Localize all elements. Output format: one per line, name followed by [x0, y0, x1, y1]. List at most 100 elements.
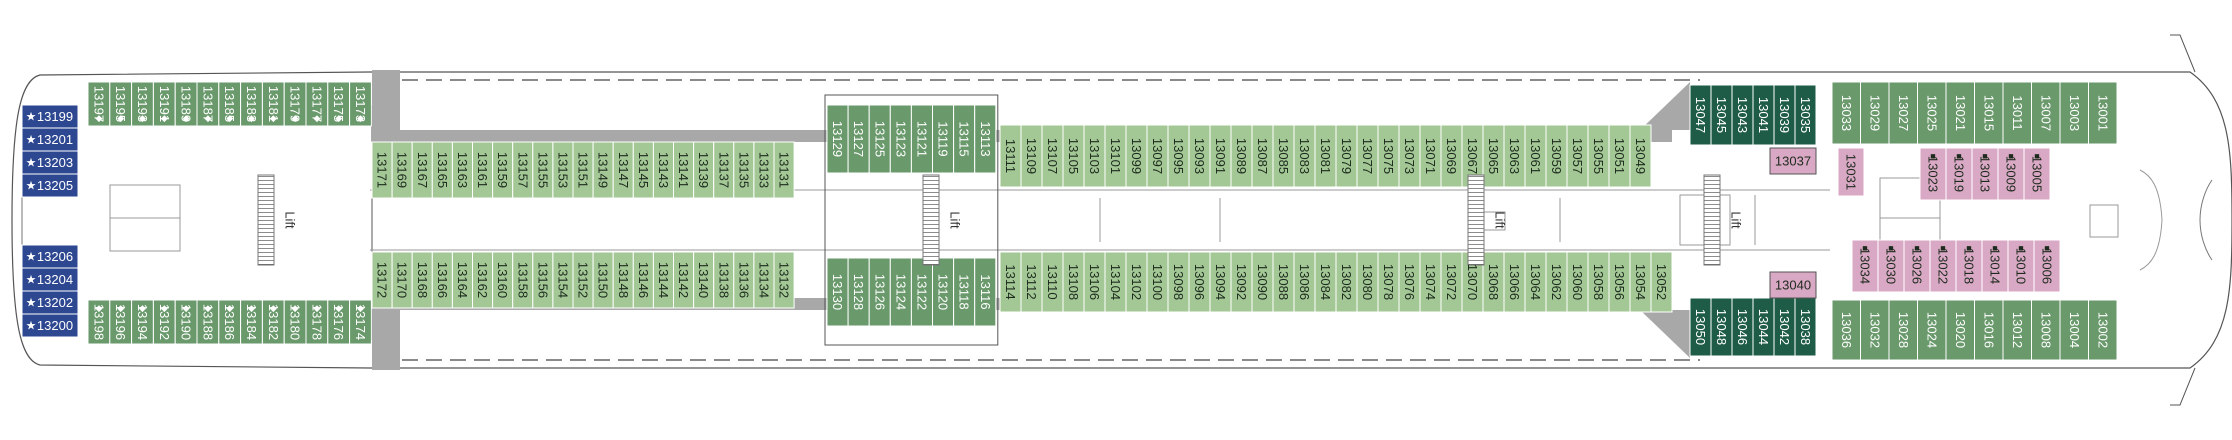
center-block-outline — [824, 94, 999, 346]
cabin-13012[interactable] — [2002, 299, 2032, 361]
cabin-label: 13167 — [415, 152, 430, 188]
cabin-label: 13137 — [716, 152, 731, 188]
square-icon: ■ — [1862, 243, 1867, 253]
cabin-label: 13067 — [1465, 138, 1480, 174]
cabin-13030[interactable] — [1877, 239, 1905, 293]
cabin-13009[interactable] — [1997, 147, 2025, 201]
cabin-13021[interactable] — [1945, 81, 1975, 145]
cabin-label: 13119 — [936, 121, 951, 156]
star-icon: ★ — [26, 250, 37, 264]
cabin-label: 13142 — [676, 262, 691, 298]
cabin-label: 13009 — [2004, 156, 2019, 192]
cabin-label: 13198 — [91, 304, 106, 340]
cabin-13010[interactable] — [2007, 239, 2035, 293]
cabin-13132[interactable] — [773, 251, 795, 309]
cabin-13002[interactable] — [2088, 299, 2118, 361]
cabin-label: 13154 — [555, 262, 570, 298]
cabin-13031[interactable] — [1837, 147, 1865, 197]
diamond-icon: ◆ — [95, 113, 102, 123]
cabin-13005[interactable] — [2023, 147, 2051, 201]
cabin-13006[interactable] — [2033, 239, 2061, 293]
cabin-13035[interactable] — [1794, 84, 1817, 146]
cabin-label: 13159 — [495, 152, 510, 188]
cabin-13032[interactable] — [1860, 299, 1890, 361]
cabin-13019[interactable] — [1945, 147, 1973, 201]
cabin-label: 13200 — [37, 318, 73, 333]
square-icon: ■ — [1914, 243, 1919, 253]
cabin-label: 13118 — [957, 274, 972, 309]
cabin-label: 13081 — [1318, 138, 1333, 174]
cabin-13015[interactable] — [1974, 81, 2004, 145]
cabin-label: 13079 — [1339, 138, 1354, 174]
cabin-13011[interactable] — [2002, 81, 2032, 145]
cabin-label: 13040 — [1775, 278, 1811, 293]
cabin-13174[interactable] — [349, 299, 372, 345]
cabin-13052[interactable] — [1650, 251, 1673, 313]
cabin-13049[interactable] — [1629, 124, 1652, 188]
star-icon: ★ — [26, 179, 37, 193]
cabin-label: 13082 — [1339, 264, 1354, 300]
cabin-label: 13034 — [1858, 248, 1873, 284]
cabin-13131[interactable] — [773, 141, 795, 199]
cabin-13116[interactable] — [974, 257, 997, 327]
cabin-label: 13018 — [1962, 248, 1977, 284]
cabin-label: 13102 — [1129, 264, 1144, 300]
fwd-ramp — [1640, 82, 1690, 130]
cabin-13007[interactable] — [2031, 81, 2061, 145]
diamond-icon: ◆ — [226, 303, 233, 313]
suite-13205[interactable] — [21, 173, 79, 198]
cabin-label: 13088 — [1276, 264, 1291, 300]
cabin-label: 13035 — [1798, 97, 1813, 133]
cabin-label: 13045 — [1714, 97, 1729, 133]
diamond-icon: ◆ — [313, 303, 320, 313]
cabin-13024[interactable] — [1917, 299, 1947, 361]
cabin-13173[interactable] — [349, 81, 372, 127]
cabin-13036[interactable] — [1831, 299, 1861, 361]
cabin-label: 13038 — [1798, 309, 1813, 345]
cabin-13033[interactable] — [1831, 81, 1861, 145]
cabin-label: 13138 — [716, 262, 731, 298]
cabin-13037[interactable] — [1769, 147, 1817, 175]
cabin-13003[interactable] — [2059, 81, 2089, 145]
cabin-13023[interactable] — [1919, 147, 1947, 201]
diamond-icon: ◆ — [335, 113, 342, 123]
cabin-13020[interactable] — [1945, 299, 1975, 361]
cabin-label: 13005 — [2030, 156, 2045, 192]
cabin-13016[interactable] — [1974, 299, 2004, 361]
cabin-13014[interactable] — [1981, 239, 2009, 293]
cabin-label: 13126 — [872, 274, 887, 310]
cabin-label: 13199 — [37, 109, 73, 124]
cabin-label: 13021 — [1953, 95, 1968, 131]
cabin-label: 13123 — [893, 121, 908, 157]
cabin-label: 13091 — [1213, 138, 1228, 174]
cabin-13034[interactable] — [1851, 239, 1879, 293]
cabin-13018[interactable] — [1955, 239, 1983, 293]
cabin-13040[interactable] — [1769, 271, 1817, 299]
aft-ramp — [372, 310, 400, 370]
cabin-13028[interactable] — [1888, 299, 1918, 361]
cabin-13001[interactable] — [2088, 81, 2118, 145]
cabin-label: 13064 — [1528, 264, 1543, 300]
cabin-label: 13069 — [1444, 138, 1459, 174]
cabin-13022[interactable] — [1929, 239, 1957, 293]
cabin-13026[interactable] — [1903, 239, 1931, 293]
cabin-13013[interactable] — [1971, 147, 1999, 201]
cabin-label: 13008 — [2038, 312, 2053, 348]
suite-13200[interactable] — [21, 313, 79, 338]
cabin-label: 13052 — [1654, 264, 1669, 300]
cabin-label: 13002 — [2095, 312, 2110, 348]
cabin-13027[interactable] — [1888, 81, 1918, 145]
diamond-icon: ◆ — [117, 303, 124, 313]
cabin-label: 13020 — [1953, 312, 1968, 348]
cabin-label: 13182 — [266, 304, 281, 340]
diamond-icon: ◆ — [248, 303, 255, 313]
cabin-13025[interactable] — [1917, 81, 1947, 145]
cabin-label: 13080 — [1360, 264, 1375, 300]
cabin-label: 13043 — [1735, 97, 1750, 133]
cabin-label: 13026 — [1910, 248, 1925, 284]
cabin-13113[interactable] — [974, 104, 997, 174]
cabin-label: 13013 — [1978, 156, 1993, 192]
cabin-label: 13093 — [1192, 138, 1207, 174]
